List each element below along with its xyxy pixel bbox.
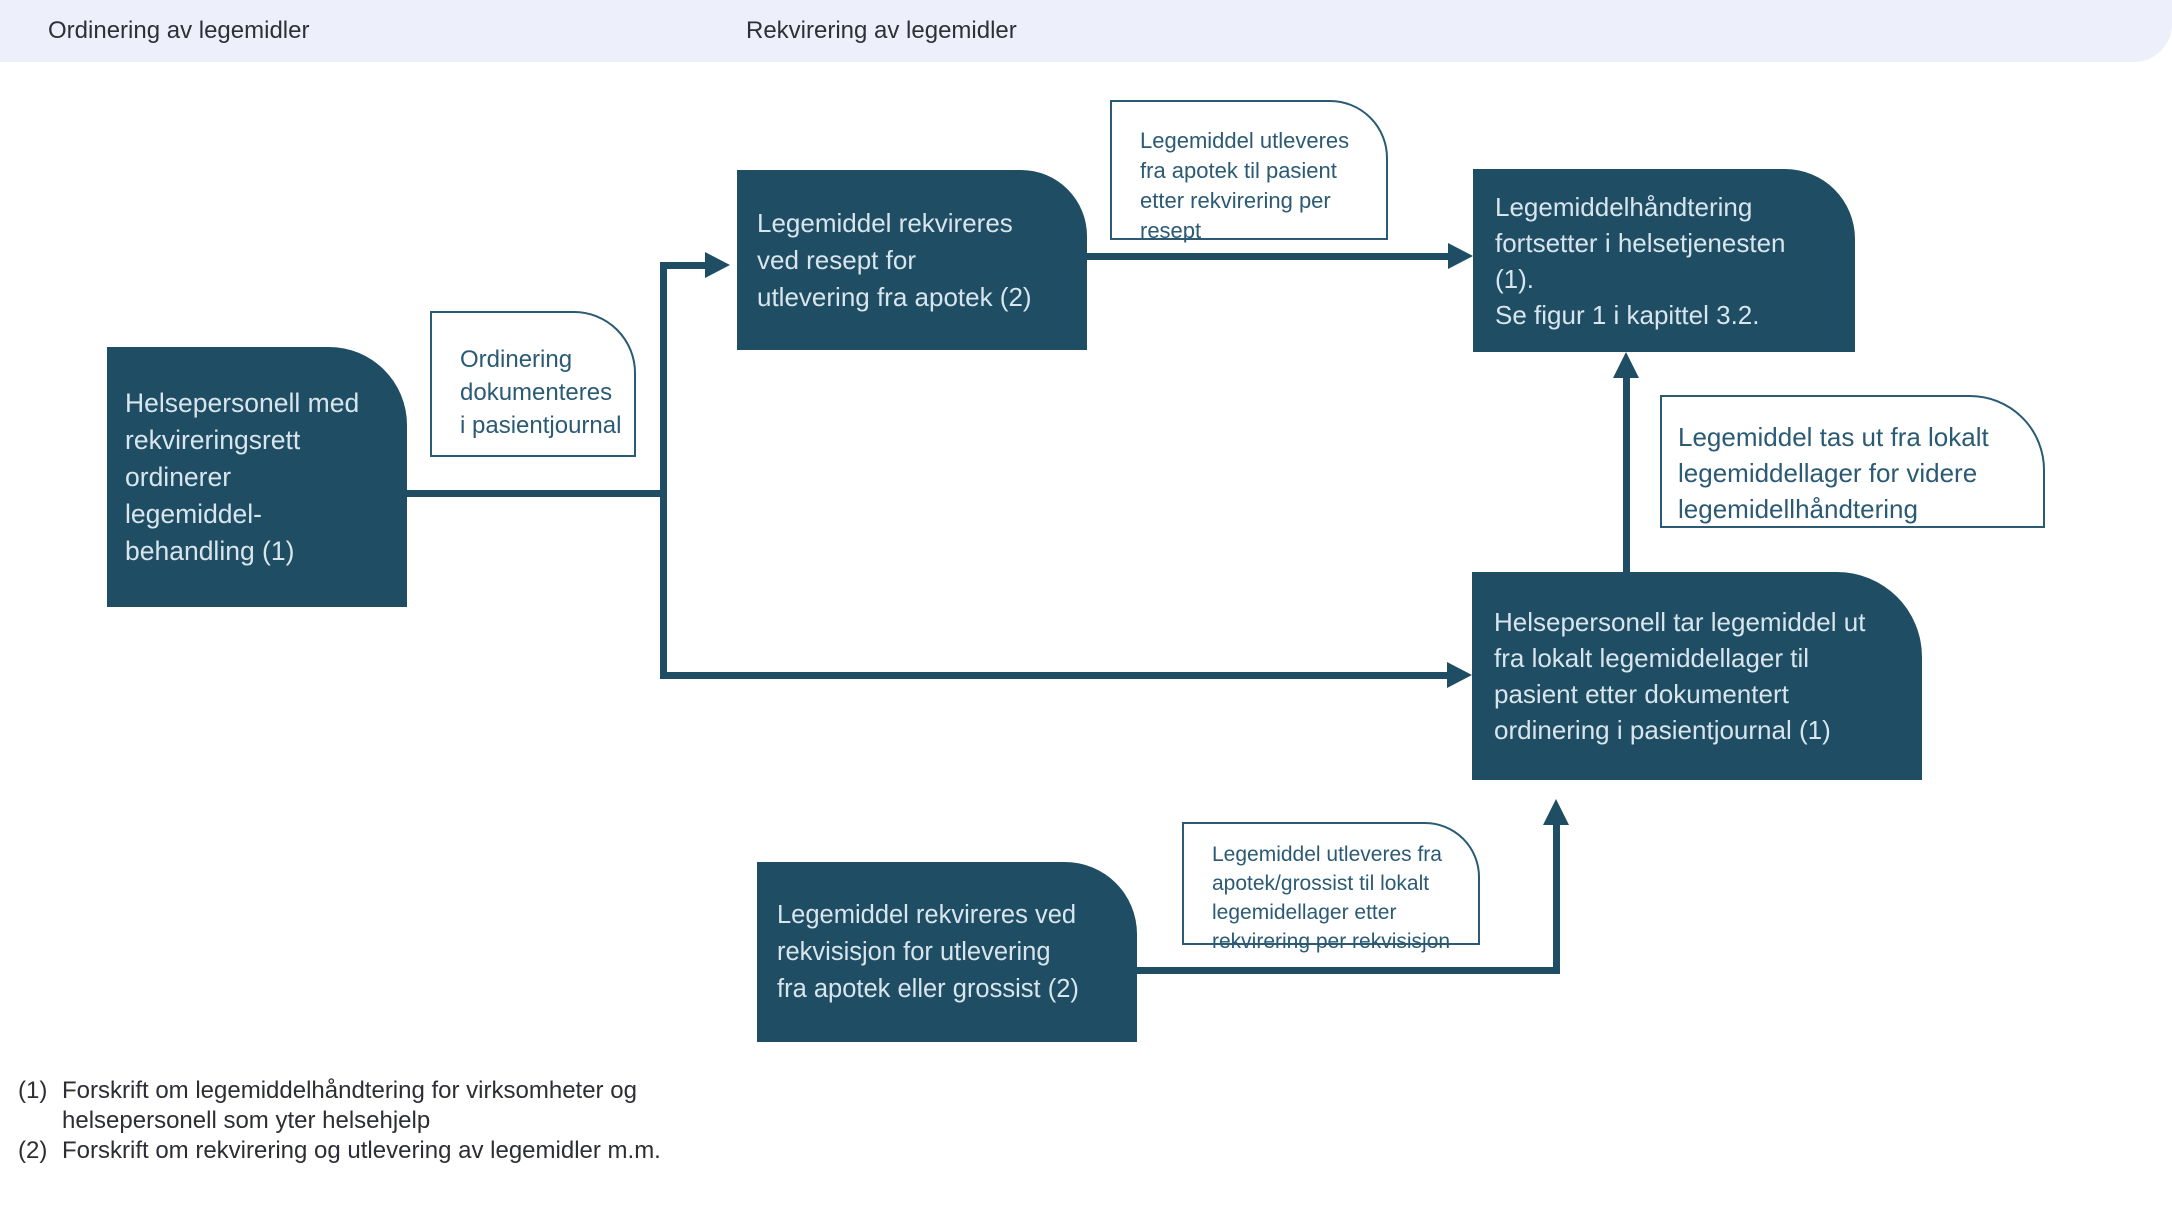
- node-handtering-fortsetter: Legemiddelhåndtering fortsetter i helset…: [1473, 169, 1855, 352]
- header-label-rekvirering: Rekvirering av legemidler: [746, 17, 1017, 44]
- note-tas-ut-lager: Legemiddel tas ut fra lokalt legemiddell…: [1660, 395, 2045, 528]
- connector-resept-fortsetter: [1087, 253, 1452, 260]
- arrowhead-right-to-resept-icon: [705, 252, 730, 278]
- footnotes: (1) Forskrift om legemiddelhåndtering fo…: [18, 1076, 661, 1166]
- footnote-text: Forskrift om rekvirering og utlevering a…: [62, 1137, 661, 1164]
- note-ordinering-dokumenteres: Ordinering dokumenteres i pasientjournal: [430, 311, 636, 457]
- arrowhead-right-to-tar-ut-icon: [1447, 662, 1472, 688]
- node-helsepersonell-ordinerer: Helsepersonell med rekvireringsrett ordi…: [107, 347, 407, 607]
- connector-to-tar-ut-node: [660, 672, 1450, 679]
- footnote-2: (2) Forskrift om rekvirering og utleveri…: [18, 1136, 661, 1166]
- footnote-marker: (1): [18, 1077, 48, 1104]
- connector-branch-vertical: [660, 262, 667, 679]
- footnote-text: Forskrift om legemiddelhåndtering for vi…: [62, 1077, 637, 1134]
- connector-node0-out: [404, 490, 667, 497]
- connector-tar-ut-fortsetter: [1623, 376, 1630, 572]
- header-band: [0, 0, 2172, 62]
- arrowhead-up-to-fortsetter-icon: [1613, 352, 1639, 378]
- connector-rekvisisjon-horizontal: [1137, 967, 1560, 974]
- node-helsepersonell-tar-ut: Helsepersonell tar legemiddel ut fra lok…: [1472, 572, 1922, 780]
- arrowhead-right-to-fortsetter-icon: [1448, 243, 1473, 269]
- note-utleveres-resept: Legemiddel utleveres fra apotek til pasi…: [1110, 100, 1388, 243]
- connector-to-resept-node: [660, 262, 710, 269]
- footnote-1: (1) Forskrift om legemiddelhåndtering fo…: [18, 1076, 661, 1136]
- node-rekvireres-resept: Legemiddel rekvireres ved resept for utl…: [737, 170, 1087, 350]
- connector-rekvisisjon-vertical: [1553, 823, 1560, 974]
- arrowhead-up-to-tar-ut-icon: [1543, 799, 1569, 825]
- node-rekvireres-rekvisisjon: Legemiddel rekvireres ved rekvisisjon fo…: [757, 862, 1137, 1042]
- footnote-marker: (2): [18, 1137, 48, 1164]
- header-label-ordinering: Ordinering av legemidler: [48, 17, 310, 44]
- note-utleveres-rekvisisjon: Legemiddel utleveres fra apotek/grossist…: [1182, 822, 1480, 953]
